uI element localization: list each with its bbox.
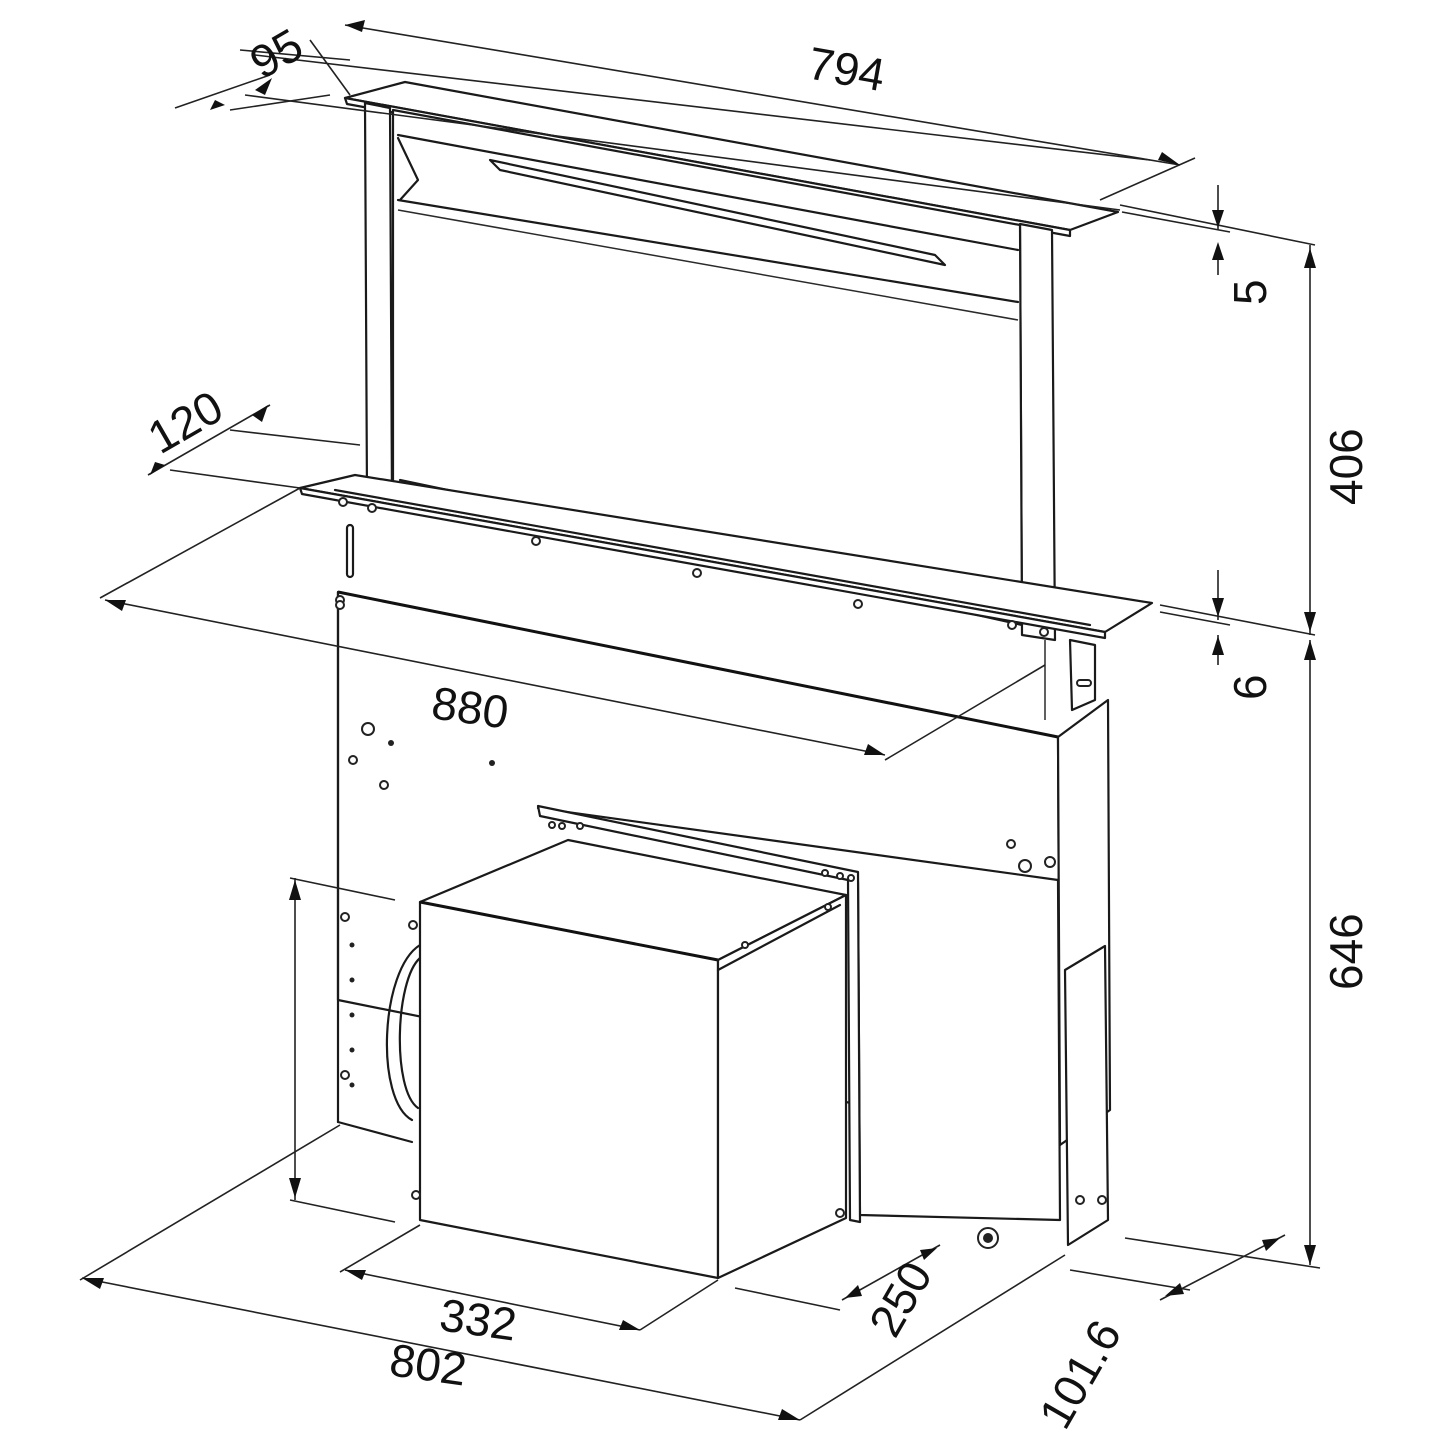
- dimension-lines: [79, 20, 1321, 1421]
- label-body-height: 646: [1320, 913, 1372, 990]
- countertop-flange: [298, 473, 1154, 640]
- raised-hood: [343, 80, 1120, 642]
- label-top-depth: 95: [241, 18, 311, 89]
- label-cap-thickness: 5: [1224, 279, 1276, 305]
- label-flange-width: 880: [429, 676, 512, 738]
- label-motor-depth: 250: [859, 1253, 942, 1345]
- label-top-width: 794: [804, 37, 889, 102]
- label-body-depth: 101.6: [1029, 1311, 1132, 1437]
- label-raised-height: 406: [1320, 428, 1372, 505]
- label-body-width: 802: [387, 1333, 470, 1395]
- label-motor-width: 332: [437, 1288, 520, 1350]
- label-flange-thickness: 6: [1224, 674, 1276, 700]
- label-flange-depth: 120: [139, 380, 231, 463]
- motor-unit: [385, 804, 1062, 1280]
